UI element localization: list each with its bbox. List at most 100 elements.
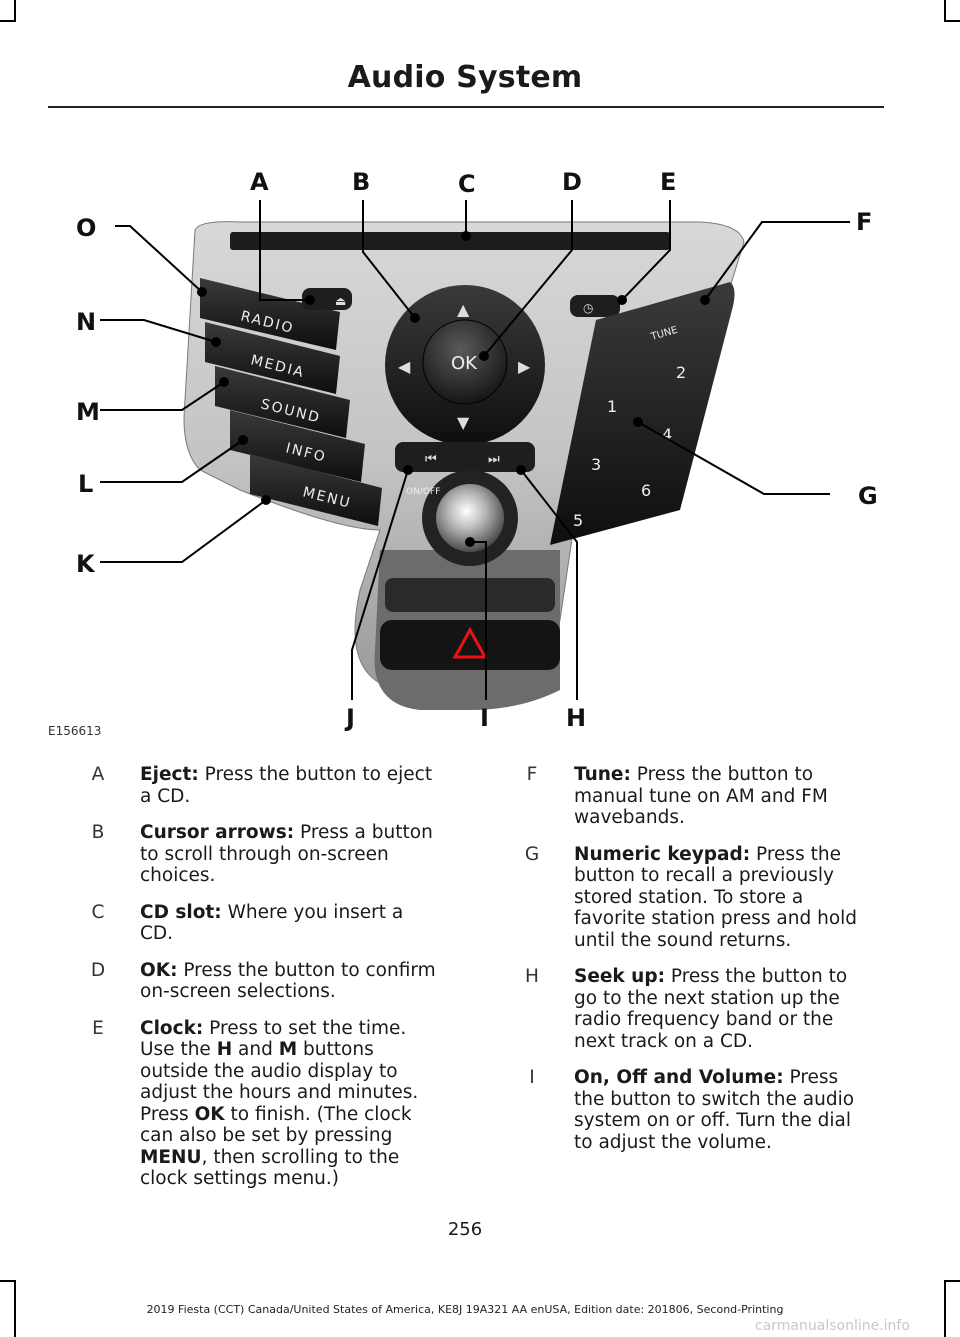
hazard-button	[380, 620, 560, 670]
preset-2: 2	[676, 363, 686, 382]
legend-letter: E	[92, 1017, 104, 1039]
ok-label: OK	[451, 353, 478, 374]
legend-bold: OK	[194, 1103, 225, 1125]
audio-panel-figure: RADIO MEDIA SOUND INFO MENU ⏏ ◷ ▲ ▼ ◀ ▶ …	[40, 150, 920, 732]
legend-text: Where you insert a CD.	[140, 901, 404, 945]
ok-button	[422, 319, 508, 405]
legend-text: buttons outside the audio display to adj…	[140, 1039, 419, 1125]
legend-term: OK:	[140, 959, 178, 981]
crop-mark	[944, 1280, 946, 1337]
legend-letter: I	[529, 1067, 535, 1088]
callout-e: E	[660, 168, 677, 196]
preset-3: 3	[591, 455, 601, 474]
callout-d: D	[562, 168, 582, 196]
callout-h: H	[566, 704, 587, 732]
seek-down-icon: ⏮	[425, 452, 437, 467]
cd-slot	[230, 232, 670, 250]
legend-item: I On, Off and Volume: Press the button t…	[522, 1067, 874, 1153]
figure-code: E156613	[48, 724, 102, 738]
legend-letter: C	[91, 901, 105, 923]
crop-mark	[14, 0, 16, 22]
legend-text: Press a button to scroll through on-scre…	[140, 822, 433, 886]
legend-term: Cursor arrows:	[140, 822, 295, 843]
legend-bold: M	[278, 1039, 298, 1060]
leader-h	[520, 469, 578, 700]
legend-item: D OK: Press the button to confirm on-scr…	[88, 960, 440, 1003]
header-divider	[48, 106, 884, 108]
callout-j: J	[346, 704, 355, 732]
arrow-down-icon: ▼	[457, 413, 470, 432]
legend-bold: MENU	[140, 1146, 202, 1168]
legend-text: Press the button to recall a previously …	[574, 843, 858, 951]
callout-i: I	[480, 704, 489, 732]
legend-right-column: F Tune: Press the button to manual tune …	[522, 764, 874, 1168]
legend-item: F Tune: Press the button to manual tune …	[522, 764, 874, 829]
legend-text: and	[232, 1039, 279, 1060]
page-footer: 2019 Fiesta (CCT) Canada/United States o…	[146, 1303, 784, 1316]
leader-d	[483, 200, 573, 357]
seek-up-icon: ⏭	[488, 452, 500, 467]
legend-letter: B	[91, 822, 105, 843]
leader-g	[637, 421, 830, 495]
legend-letter: A	[91, 764, 105, 785]
legend-term: Tune:	[574, 764, 631, 785]
arrow-right-icon: ▶	[518, 357, 531, 376]
preset-4: 4	[662, 425, 672, 444]
callout-b: B	[352, 168, 371, 196]
page-number: 256	[447, 1219, 483, 1240]
callout-n: N	[76, 308, 97, 336]
leader-k	[100, 499, 267, 563]
crop-mark	[944, 1280, 960, 1282]
callout-m: M	[76, 398, 100, 426]
legend-text: Press to set the time. Use the	[140, 1017, 407, 1061]
leader-l	[100, 439, 244, 483]
seek-buttons	[395, 442, 535, 472]
crop-mark	[0, 1280, 16, 1282]
legend-item: A Eject: Press the button to eject a CD.	[88, 764, 440, 807]
preset-5: 5	[573, 511, 583, 530]
leader-e	[621, 200, 671, 301]
legend-text: Press the button to eject a CD.	[140, 764, 433, 807]
legend-text: Press the button to switch the audio sys…	[574, 1067, 855, 1153]
leader-b	[362, 200, 416, 319]
legend-term: Eject:	[140, 764, 199, 785]
hazard-icon	[452, 626, 488, 659]
arrow-up-icon: ▲	[457, 300, 470, 319]
on-off-label: ON/OFF	[406, 487, 440, 497]
callout-a: A	[250, 168, 269, 196]
legend-letter: F	[526, 764, 538, 785]
legend-term: Clock:	[140, 1017, 204, 1039]
legend-text: to finish. (The clock can also be set by…	[140, 1103, 412, 1147]
legend-text: Press the button to go to the next stati…	[574, 966, 848, 1052]
callout-c: C	[458, 170, 476, 198]
watermark: carmanualsonline.info	[755, 1318, 910, 1334]
legend-term: Numeric keypad:	[574, 843, 751, 865]
legend-item: B Cursor arrows: Press a button to scrol…	[88, 822, 440, 887]
preset-1: 1	[607, 397, 617, 416]
preset-6: 6	[641, 481, 651, 500]
legend-letter: H	[525, 966, 539, 987]
callout-k: K	[76, 550, 95, 578]
leader-o	[115, 225, 203, 293]
eject-button	[302, 288, 352, 310]
leader-a	[259, 200, 310, 301]
callout-o: O	[76, 214, 97, 242]
leader-i	[470, 541, 487, 700]
legend-item: H Seek up: Press the button to go to the…	[522, 966, 874, 1052]
leader-m	[100, 381, 225, 411]
lock-buttons	[385, 578, 555, 612]
legend-term: Seek up:	[574, 966, 665, 987]
legend-text: Press the button to manual tune on AM an…	[574, 764, 828, 828]
legend-item: C CD slot: Where you insert a CD.	[88, 902, 440, 945]
legend-term: CD slot:	[140, 901, 222, 923]
crop-mark	[0, 20, 16, 22]
clock-button	[570, 295, 620, 317]
legend-item: G Numeric keypad: Press the button to re…	[522, 844, 874, 952]
leader-j	[351, 469, 409, 700]
callout-g: G	[858, 482, 878, 510]
crop-mark	[944, 20, 960, 22]
callout-f: F	[856, 208, 873, 236]
legend-term: On, Off and Volume:	[574, 1067, 784, 1088]
preset-keypad	[550, 282, 735, 545]
leader-n	[100, 319, 217, 343]
